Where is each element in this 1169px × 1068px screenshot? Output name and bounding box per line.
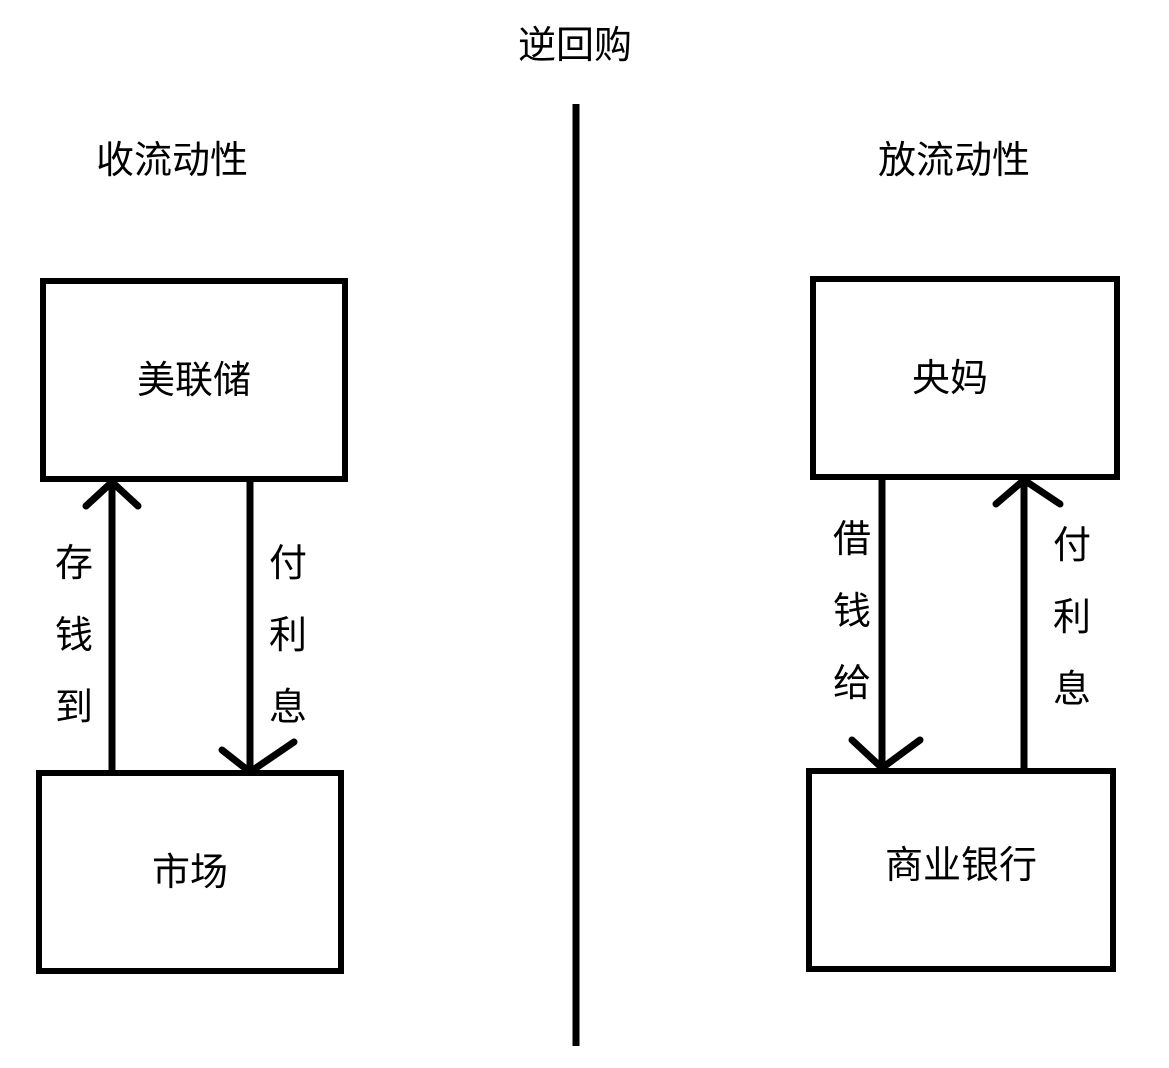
label-char: 付: [268, 541, 307, 585]
label-char: 存: [54, 541, 93, 585]
left-down-arrow-label: 付 利 息: [266, 544, 310, 760]
label-char: 息: [1052, 667, 1091, 711]
right-bottom-box-label: 商业银行: [884, 843, 1037, 887]
label-char: 到: [54, 685, 93, 729]
left-top-box: 美联储: [40, 278, 348, 482]
right-up-arrow-label: 付 利 息: [1050, 526, 1094, 742]
left-up-arrow-head: [82, 478, 142, 510]
label-char: 利: [268, 613, 307, 657]
left-bottom-box: 市场: [36, 770, 344, 974]
label-char: 钱: [832, 589, 871, 633]
right-down-arrow-head: [848, 736, 924, 772]
label-char: 息: [268, 685, 307, 729]
label-char: 付: [1052, 523, 1091, 567]
right-top-box: 央妈: [810, 276, 1120, 480]
left-heading: 收流动性: [96, 138, 249, 182]
right-up-arrow-head: [992, 476, 1064, 508]
label-char: 给: [832, 661, 871, 705]
left-up-arrow-label: 存 钱 到: [52, 544, 96, 760]
right-top-box-label: 央妈: [911, 356, 988, 400]
left-top-box-label: 美联储: [136, 358, 251, 402]
right-down-arrow-label: 借 钱 给: [830, 520, 874, 736]
label-char: 借: [832, 517, 871, 561]
right-bottom-box: 商业银行: [806, 768, 1116, 972]
diagram-title: 逆回购: [518, 23, 633, 67]
label-char: 利: [1052, 595, 1091, 639]
right-heading: 放流动性: [878, 138, 1031, 182]
label-char: 钱: [54, 613, 93, 657]
left-bottom-box-label: 市场: [151, 850, 228, 894]
